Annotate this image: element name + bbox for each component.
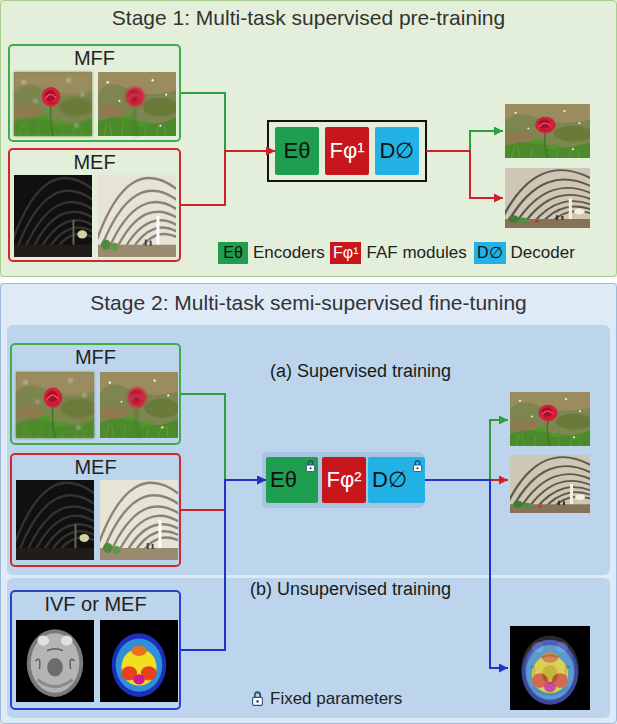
encoder-box: Eθ bbox=[266, 457, 318, 503]
node-text: MFF bbox=[75, 346, 116, 369]
model-frame bbox=[262, 452, 424, 508]
photo bbox=[98, 72, 176, 136]
photo bbox=[39, 387, 67, 438]
input-group: IVF or MEF bbox=[10, 590, 181, 710]
photo bbox=[37, 87, 65, 136]
output-arrow bbox=[424, 480, 508, 668]
photo bbox=[9, 72, 596, 257]
photo bbox=[11, 480, 100, 560]
faf-box: Fφ² bbox=[322, 457, 366, 503]
output-arrow bbox=[426, 131, 503, 151]
node-text: IVF or MEF bbox=[44, 593, 146, 616]
node-text: MEF bbox=[73, 151, 115, 174]
stage-panel: Stage 1: Multi-task supervised pre-train… bbox=[0, 0, 617, 277]
photo bbox=[9, 175, 98, 257]
legend-text: Encoders bbox=[253, 243, 325, 263]
photo bbox=[100, 372, 180, 438]
stage-ground bbox=[0, 0, 617, 277]
label-wrap: Fixed parameters bbox=[270, 689, 402, 709]
photo bbox=[534, 405, 563, 446]
photo bbox=[510, 392, 592, 446]
swatch-symbol: Eθ bbox=[223, 244, 243, 262]
node-text: (b) Unsupervised training bbox=[250, 579, 451, 600]
input-group: MEF bbox=[10, 453, 181, 567]
node-text: MFF bbox=[74, 47, 115, 70]
photo bbox=[531, 117, 562, 158]
photo bbox=[16, 372, 96, 438]
model-frame bbox=[268, 121, 426, 181]
training-band: (a) Supervised training MFF MEF Eθ Fφ² D∅ bbox=[7, 325, 610, 575]
encoder-box: Eθ bbox=[275, 127, 319, 175]
legend-swatch: Eθ bbox=[218, 242, 248, 264]
flow-arrow bbox=[181, 480, 266, 510]
lock-icon bbox=[253, 692, 263, 705]
node-text: D∅ bbox=[380, 138, 415, 163]
legend-swatch: Fφ¹ bbox=[330, 242, 361, 264]
lock-icon bbox=[306, 461, 314, 472]
photo bbox=[100, 620, 178, 702]
faf-box: Fφ¹ bbox=[325, 127, 369, 175]
input-group: MFF bbox=[8, 44, 181, 142]
photo bbox=[98, 72, 178, 136]
flow-arrow bbox=[181, 151, 275, 205]
output-arrow bbox=[424, 420, 508, 480]
stage-ground bbox=[0, 283, 617, 724]
flow-arrow bbox=[181, 394, 266, 480]
decoder-box: D∅ bbox=[375, 127, 419, 175]
legend-item: Fφ¹ FAF modules bbox=[330, 242, 467, 264]
photo bbox=[121, 87, 149, 136]
output-arrow bbox=[426, 151, 503, 198]
legend-text: Decoder bbox=[511, 243, 575, 263]
legend-text: FAF modules bbox=[366, 243, 466, 263]
legend-swatch: D∅ bbox=[474, 242, 506, 264]
photo bbox=[95, 480, 184, 560]
photo bbox=[505, 455, 596, 513]
input-group: MEF bbox=[8, 148, 181, 262]
note-label: Fixed parameters bbox=[270, 689, 402, 709]
node-text: Fφ¹ bbox=[329, 138, 364, 163]
node-text: Stage 2: Multi-task semi-supervised fine… bbox=[90, 291, 527, 315]
photo bbox=[16, 620, 94, 702]
flow-arrow bbox=[181, 93, 275, 151]
photo bbox=[93, 175, 182, 257]
lock-icon bbox=[412, 459, 423, 472]
photo bbox=[11, 372, 596, 710]
swatch-symbol: D∅ bbox=[477, 244, 503, 262]
node-text: Eθ bbox=[270, 467, 297, 492]
node-text: Eθ bbox=[284, 138, 311, 163]
node-text: Fφ² bbox=[326, 467, 361, 492]
legend-item: Eθ Encoders bbox=[218, 242, 325, 264]
photo bbox=[510, 626, 590, 710]
node-text: MEF bbox=[74, 456, 116, 479]
lock-icon bbox=[305, 459, 316, 472]
photo bbox=[123, 387, 151, 438]
node-text: D∅ bbox=[372, 467, 407, 492]
photo bbox=[500, 168, 597, 228]
photo bbox=[510, 626, 590, 710]
lock-icon bbox=[413, 461, 421, 472]
flow-arrow bbox=[181, 480, 266, 650]
node-text: Stage 1: Multi-task supervised pre-train… bbox=[112, 6, 505, 30]
stage-panel: Stage 2: Multi-task semi-supervised fine… bbox=[0, 283, 617, 724]
photo bbox=[14, 72, 94, 136]
photo bbox=[505, 104, 592, 158]
input-group: MFF bbox=[10, 343, 181, 445]
swatch-symbol: Fφ¹ bbox=[333, 244, 358, 262]
decoder-box: D∅ bbox=[368, 457, 425, 503]
legend-item: D∅ Decoder bbox=[474, 242, 575, 264]
band-ground bbox=[7, 325, 610, 575]
band-ground bbox=[7, 578, 610, 718]
node-text: (a) Supervised training bbox=[270, 361, 451, 382]
